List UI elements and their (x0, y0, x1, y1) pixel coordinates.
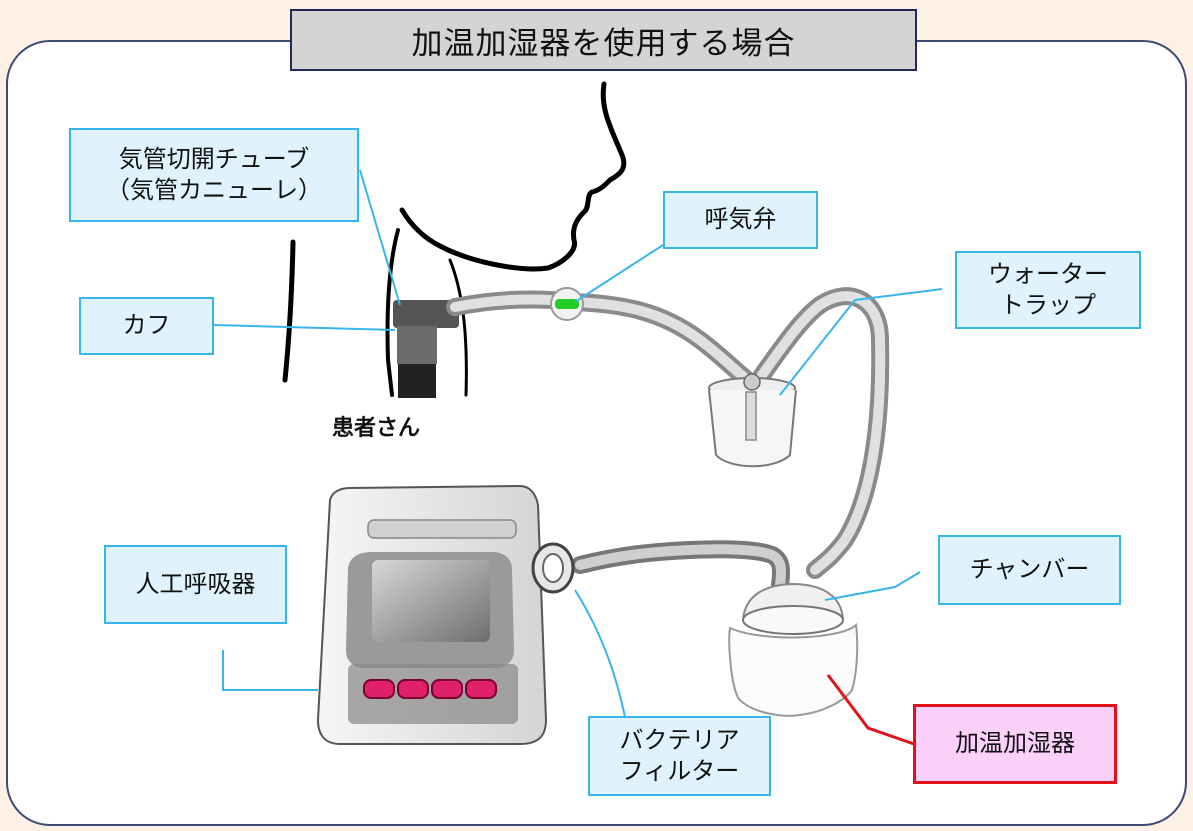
expiratory-valve-icon (550, 287, 584, 321)
chamber-label: チャンバー (938, 535, 1121, 605)
patient-label: 患者さん (332, 416, 421, 441)
humidifier-icon (728, 582, 859, 717)
water-trap-icon (708, 287, 890, 579)
patient-profile-icon (282, 81, 627, 397)
ventilator-icon (316, 484, 548, 745)
tracheostomy-tube-label: 気管切開チューブ （気管カニューレ） (69, 128, 359, 222)
tracheostomy-tube-icon (393, 300, 459, 398)
bacteria-filter-icon (531, 542, 575, 594)
bacteria-filter-label: バクテリア フィルター (588, 716, 771, 796)
ventilator-label: 人工呼吸器 (104, 545, 287, 624)
cuff-label: カフ (79, 297, 214, 355)
water-trap-label: ウォーター トラップ (955, 251, 1141, 329)
expiratory-valve-label: 呼気弁 (663, 191, 818, 249)
page-title: 加温加湿器を使用する場合 (290, 9, 917, 71)
humidifier-label: 加温加湿器 (913, 704, 1117, 784)
